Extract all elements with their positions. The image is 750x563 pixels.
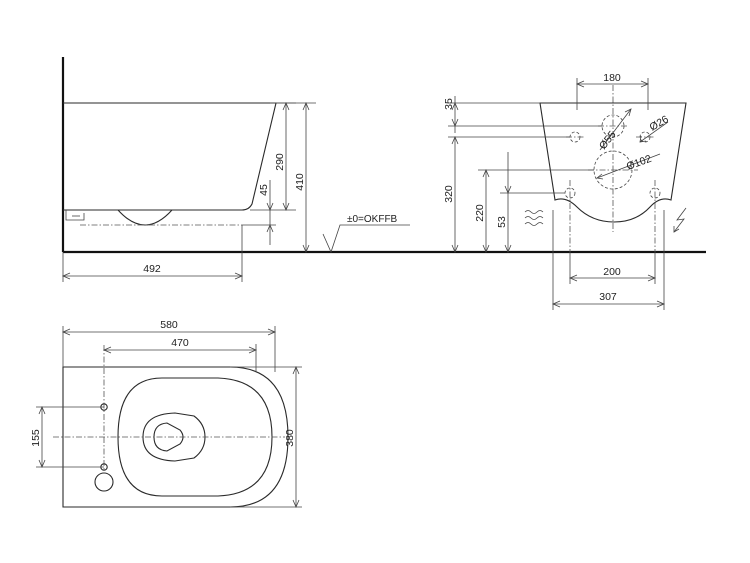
- floor-reference: ±0=OKFFB: [322, 214, 410, 254]
- water-waves-icon: [524, 210, 544, 226]
- dim-200-label: 200: [603, 266, 621, 278]
- dim-380: 380: [230, 365, 302, 509]
- diameter-callouts: Ø55 Ø26 Ø102: [596, 108, 671, 180]
- side-bowl-outline: [63, 102, 277, 211]
- dim-470-label: 470: [171, 337, 189, 349]
- dim-53-label: 53: [496, 216, 508, 228]
- dim-492-label: 492: [143, 263, 161, 275]
- dim-307-label: 307: [599, 291, 617, 303]
- dim-290-label: 290: [274, 153, 286, 171]
- top-flush-button: [94, 472, 114, 492]
- dim-45-label: 45: [258, 184, 270, 196]
- dim-307: 307: [551, 210, 666, 310]
- dim-155: 155: [30, 405, 104, 469]
- dim-155-label: 155: [30, 429, 42, 447]
- dim-492: 492: [61, 225, 244, 282]
- dim-410-label: 410: [294, 173, 306, 191]
- dim-320-label: 320: [443, 185, 455, 203]
- dim-290: 290: [250, 101, 296, 212]
- inlet-diameter-label: Ø55: [597, 129, 619, 152]
- top-view: 580 470 155 380: [30, 319, 302, 509]
- side-pipe-stub: [65, 210, 85, 221]
- dim-580-label: 580: [160, 319, 178, 331]
- dim-220: 220: [474, 168, 594, 254]
- dim-180: 180: [575, 72, 650, 110]
- dim-220-label: 220: [474, 204, 486, 222]
- top-inner-rim: [117, 377, 273, 497]
- dim-470: 470: [102, 337, 258, 372]
- dim-53: 53: [496, 152, 565, 254]
- dim-580: 580: [61, 319, 277, 372]
- side-outlet: [117, 209, 173, 226]
- dim-410: 410: [276, 101, 316, 254]
- side-view: 290 410 45 492 ±0=OKFFB: [61, 57, 706, 282]
- dim-200: 200: [568, 252, 657, 284]
- dim-380-label: 380: [284, 429, 296, 447]
- dim-35: 35: [443, 96, 602, 133]
- fixing-diameter-label: Ø26: [648, 113, 671, 133]
- dim-35-label: 35: [443, 98, 455, 110]
- rear-outline: [539, 102, 687, 223]
- lightning-icon: [673, 207, 687, 233]
- outlet-diameter-label: Ø102: [625, 153, 653, 173]
- dim-180-label: 180: [603, 72, 621, 84]
- floor-reference-label: ±0=OKFFB: [347, 214, 398, 225]
- dim-320: 320: [443, 135, 570, 254]
- rear-view: 180 35 320 220 53: [443, 72, 687, 310]
- dim-45: 45: [242, 180, 276, 245]
